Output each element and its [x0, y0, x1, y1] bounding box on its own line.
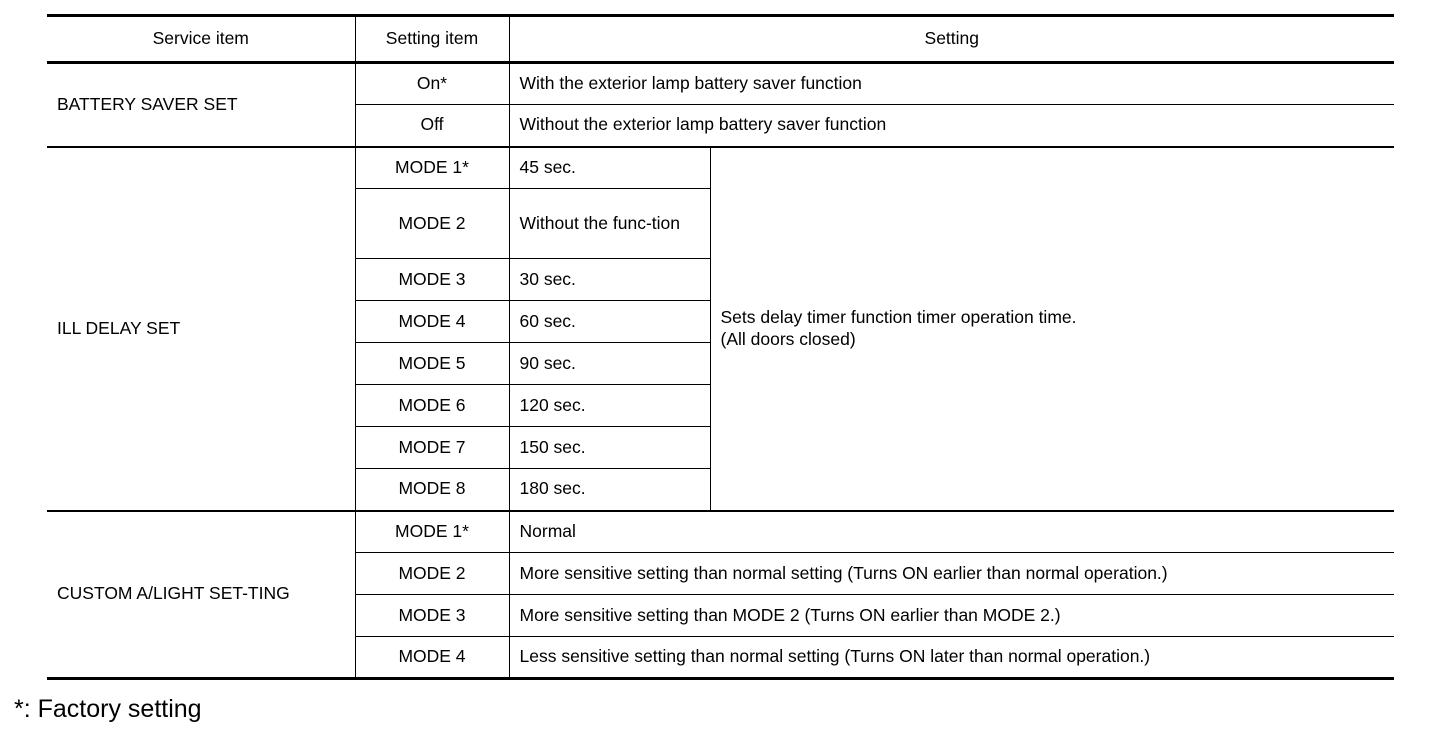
- setting-description-label: More sensitive setting than MODE 2 (Turn…: [519, 604, 1061, 625]
- setting-item-cell: MODE 4: [355, 300, 510, 343]
- column-header-setting-item: Setting item: [354, 14, 510, 64]
- setting-value-cell: 90 sec.: [508, 342, 710, 385]
- setting-description-cell: Less sensitive setting than normal setti…: [508, 636, 1395, 680]
- ill-delay-description-line2: (All doors closed): [720, 328, 856, 349]
- setting-item-label: MODE 3: [398, 604, 466, 625]
- setting-item-cell: On*: [354, 62, 510, 105]
- footnote-factory-setting: *: Factory setting: [14, 695, 202, 723]
- table-row: ILL DELAY SET MODE 1* 45 sec. Sets delay…: [47, 146, 1395, 512]
- table-row: MODE 4 60 sec.: [47, 300, 1394, 343]
- setting-value-cell: 180 sec.: [508, 468, 710, 512]
- setting-description-cell: More sensitive setting than normal setti…: [508, 552, 1395, 595]
- setting-value-label: 30 sec.: [519, 268, 576, 289]
- setting-item-cell: MODE 8: [355, 468, 510, 512]
- ill-delay-description-cell: Sets delay timer function timer operatio…: [709, 146, 1395, 512]
- setting-item-cell: MODE 7: [355, 426, 510, 469]
- column-header-service-item: Service item: [47, 14, 356, 64]
- setting-value-cell: 60 sec.: [508, 300, 710, 343]
- service-item-label: CUSTOM A/LIGHT SET-TING: [57, 583, 290, 604]
- setting-value-cell: 150 sec.: [508, 426, 710, 469]
- setting-item-cell: MODE 3: [355, 594, 510, 637]
- setting-item-label: Off: [420, 114, 444, 135]
- table-row: MODE 7 150 sec.: [47, 426, 1394, 469]
- service-item-custom-a-light-setting: CUSTOM A/LIGHT SET-TING: [47, 510, 356, 680]
- setting-item-label: On*: [416, 73, 448, 94]
- setting-description-cell: Without the exterior lamp battery saver …: [508, 104, 1395, 148]
- column-header-setting-label: Setting: [924, 28, 979, 49]
- setting-item-label: MODE 4: [398, 310, 466, 331]
- setting-value-label: 120 sec.: [519, 394, 586, 415]
- table-row: BATTERY SAVER SET On* With the exterior …: [47, 62, 1395, 148]
- column-header-setting: Setting: [508, 14, 1395, 64]
- setting-description-label: Without the exterior lamp battery saver …: [519, 114, 887, 135]
- table-body: BATTERY SAVER SET On* With the exterior …: [47, 62, 1395, 680]
- settings-table-container: Service item Setting item Setting BATTER…: [47, 14, 1395, 680]
- service-item-battery-saver-set: BATTERY SAVER SET: [47, 62, 356, 148]
- setting-item-cell: MODE 4: [355, 636, 510, 680]
- setting-item-label: MODE 8: [398, 478, 466, 499]
- setting-item-cell: MODE 1*: [354, 510, 510, 553]
- header-row: Service item Setting item Setting: [47, 14, 1395, 64]
- setting-item-cell: MODE 2: [355, 552, 510, 595]
- setting-description-label: More sensitive setting than normal setti…: [519, 562, 1168, 583]
- table-row: Off Without the exterior lamp battery sa…: [47, 104, 1395, 148]
- setting-description-label: Normal: [519, 520, 576, 541]
- setting-item-cell: MODE 2: [355, 188, 510, 259]
- setting-item-label: MODE 2: [398, 212, 466, 233]
- setting-item-label: MODE 1*: [395, 156, 469, 177]
- setting-item-label: MODE 7: [398, 436, 466, 457]
- column-header-service-item-label: Service item: [152, 28, 249, 49]
- setting-value-label: 180 sec.: [519, 478, 586, 499]
- setting-item-cell: MODE 5: [355, 342, 510, 385]
- setting-item-label: MODE 3: [398, 268, 466, 289]
- setting-value-label: 60 sec.: [519, 310, 576, 331]
- setting-item-label: MODE 1*: [395, 520, 469, 541]
- service-item-label: ILL DELAY SET: [57, 317, 181, 338]
- table-row: MODE 5 90 sec.: [47, 342, 1394, 385]
- setting-description-label: Less sensitive setting than normal setti…: [519, 646, 1151, 667]
- table-row: MODE 2 More sensitive setting than norma…: [47, 552, 1395, 595]
- setting-value-label: 150 sec.: [519, 436, 586, 457]
- setting-value-label: Without the func-tion: [519, 212, 681, 233]
- setting-description-cell: Normal: [508, 510, 1395, 553]
- setting-item-label: MODE 4: [398, 646, 466, 667]
- table-row: MODE 6 120 sec.: [47, 384, 1394, 427]
- setting-item-cell: MODE 6: [355, 384, 510, 427]
- setting-item-label: MODE 6: [398, 394, 466, 415]
- setting-item-cell: MODE 3: [355, 258, 510, 301]
- setting-item-label: MODE 5: [398, 352, 466, 373]
- setting-value-cell: 45 sec.: [508, 146, 711, 189]
- setting-value-label: 90 sec.: [519, 352, 576, 373]
- setting-item-label: MODE 2: [398, 562, 466, 583]
- column-header-setting-item-label: Setting item: [385, 28, 479, 49]
- service-item-label: BATTERY SAVER SET: [57, 93, 238, 114]
- setting-description-label: With the exterior lamp battery saver fun…: [519, 73, 862, 94]
- setting-value-label: 45 sec.: [519, 156, 576, 177]
- setting-description-cell: With the exterior lamp battery saver fun…: [508, 62, 1395, 105]
- service-item-ill-delay-set: ILL DELAY SET: [47, 146, 356, 512]
- table-row: CUSTOM A/LIGHT SET-TING MODE 1* Normal: [47, 510, 1395, 680]
- ill-delay-description-line1: Sets delay timer function timer operatio…: [720, 306, 1077, 327]
- setting-description-cell: More sensitive setting than MODE 2 (Turn…: [508, 594, 1395, 637]
- setting-value-cell: 120 sec.: [508, 384, 710, 427]
- setting-item-cell: MODE 1*: [354, 146, 510, 189]
- table-row: MODE 4 Less sensitive setting than norma…: [47, 636, 1395, 680]
- table-header: Service item Setting item Setting: [47, 14, 1395, 64]
- settings-table: Service item Setting item Setting BATTER…: [47, 14, 1395, 680]
- setting-value-cell: 30 sec.: [508, 258, 710, 301]
- ill-delay-description: Sets delay timer function timer operatio…: [711, 301, 1395, 357]
- setting-value-cell: Without the func-tion: [508, 188, 710, 259]
- table-row: MODE 8 180 sec.: [47, 468, 1394, 512]
- setting-item-cell: Off: [355, 104, 510, 148]
